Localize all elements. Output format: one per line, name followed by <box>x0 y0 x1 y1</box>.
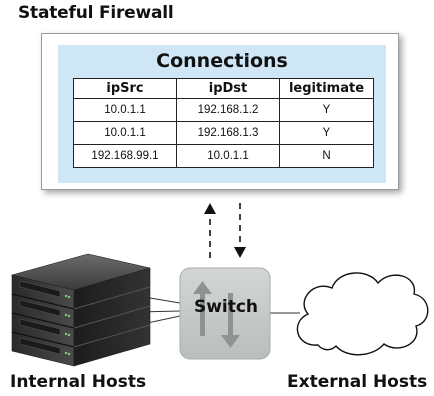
connections-table-title: Connections <box>156 50 288 72</box>
cell-ipsrc: 192.168.99.1 <box>73 144 177 168</box>
column-header-legitimate: legitimate <box>279 78 374 99</box>
cell-ipsrc: 10.0.1.1 <box>73 121 177 145</box>
table-row: 192.168.99.1 10.0.1.1 N <box>73 144 374 168</box>
table-row: 10.0.1.1 192.168.1.3 Y <box>73 121 374 145</box>
cell-ipdst: 10.0.1.1 <box>176 144 280 168</box>
cell-ipdst: 192.168.1.2 <box>176 98 280 122</box>
switch-icon <box>179 267 271 360</box>
internal-hosts-label: Internal Hosts <box>10 372 147 392</box>
cell-ipsrc: 10.0.1.1 <box>73 98 177 122</box>
cell-legitimate: Y <box>279 121 374 145</box>
uplink-arrow-head <box>204 203 216 214</box>
switch-arrows-icon <box>193 281 240 348</box>
firewall-title: Stateful Firewall <box>18 3 174 23</box>
downlink-arrow-head <box>234 247 246 258</box>
external-hosts-label: External Hosts <box>287 372 428 392</box>
cell-legitimate: N <box>279 144 374 168</box>
connections-table: ipSrc ipDst legitimate 10.0.1.1 192.168.… <box>73 78 374 168</box>
server-led-icons <box>64 294 71 356</box>
cloud-icon <box>296 272 429 356</box>
column-header-ipdst: ipDst <box>176 78 280 99</box>
firewall-switch-arrows <box>204 203 246 258</box>
switch-label: Switch <box>193 297 259 317</box>
cell-ipdst: 192.168.1.3 <box>176 121 280 145</box>
column-header-ipsrc: ipSrc <box>73 78 177 99</box>
cell-legitimate: Y <box>279 98 374 122</box>
table-header-row: ipSrc ipDst legitimate <box>73 78 374 99</box>
table-row: 10.0.1.1 192.168.1.2 Y <box>73 98 374 122</box>
server-stack-icon <box>10 253 151 367</box>
